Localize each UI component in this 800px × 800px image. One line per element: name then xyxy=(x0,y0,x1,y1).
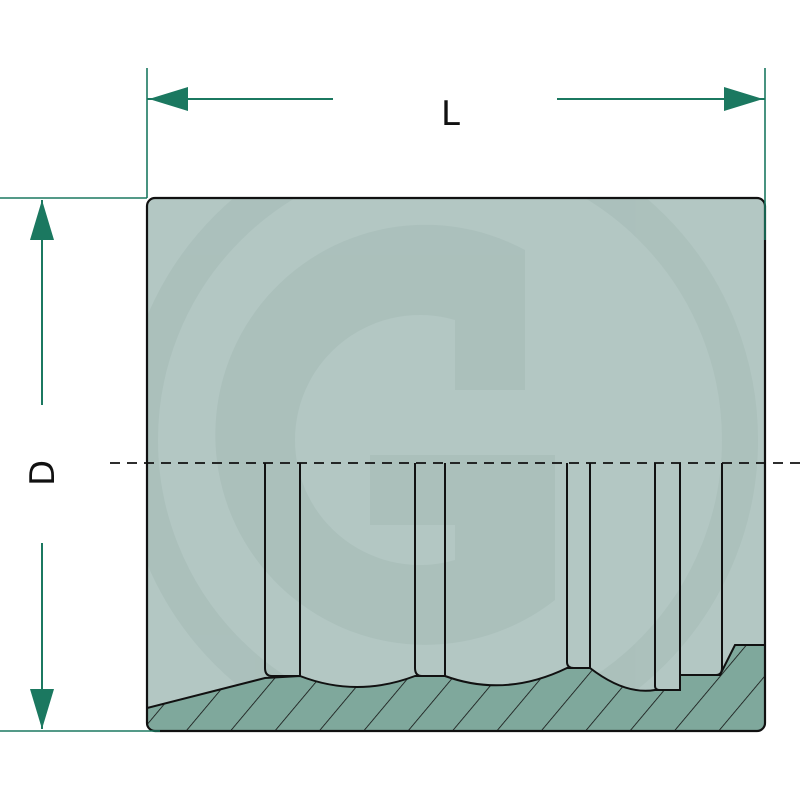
section-hatch xyxy=(147,644,765,731)
length-label: L xyxy=(441,94,460,134)
serration-grooves xyxy=(264,463,723,691)
arrow-down-icon xyxy=(30,689,54,729)
arrow-right-icon xyxy=(724,87,763,111)
diameter-label: D xyxy=(23,459,63,486)
arrow-left-icon xyxy=(149,87,188,111)
extension-lines xyxy=(0,68,766,732)
diameter-dimension xyxy=(30,200,54,729)
length-dimension xyxy=(147,87,765,111)
arrow-up-icon xyxy=(30,200,54,240)
ferrule-outline xyxy=(145,196,767,733)
